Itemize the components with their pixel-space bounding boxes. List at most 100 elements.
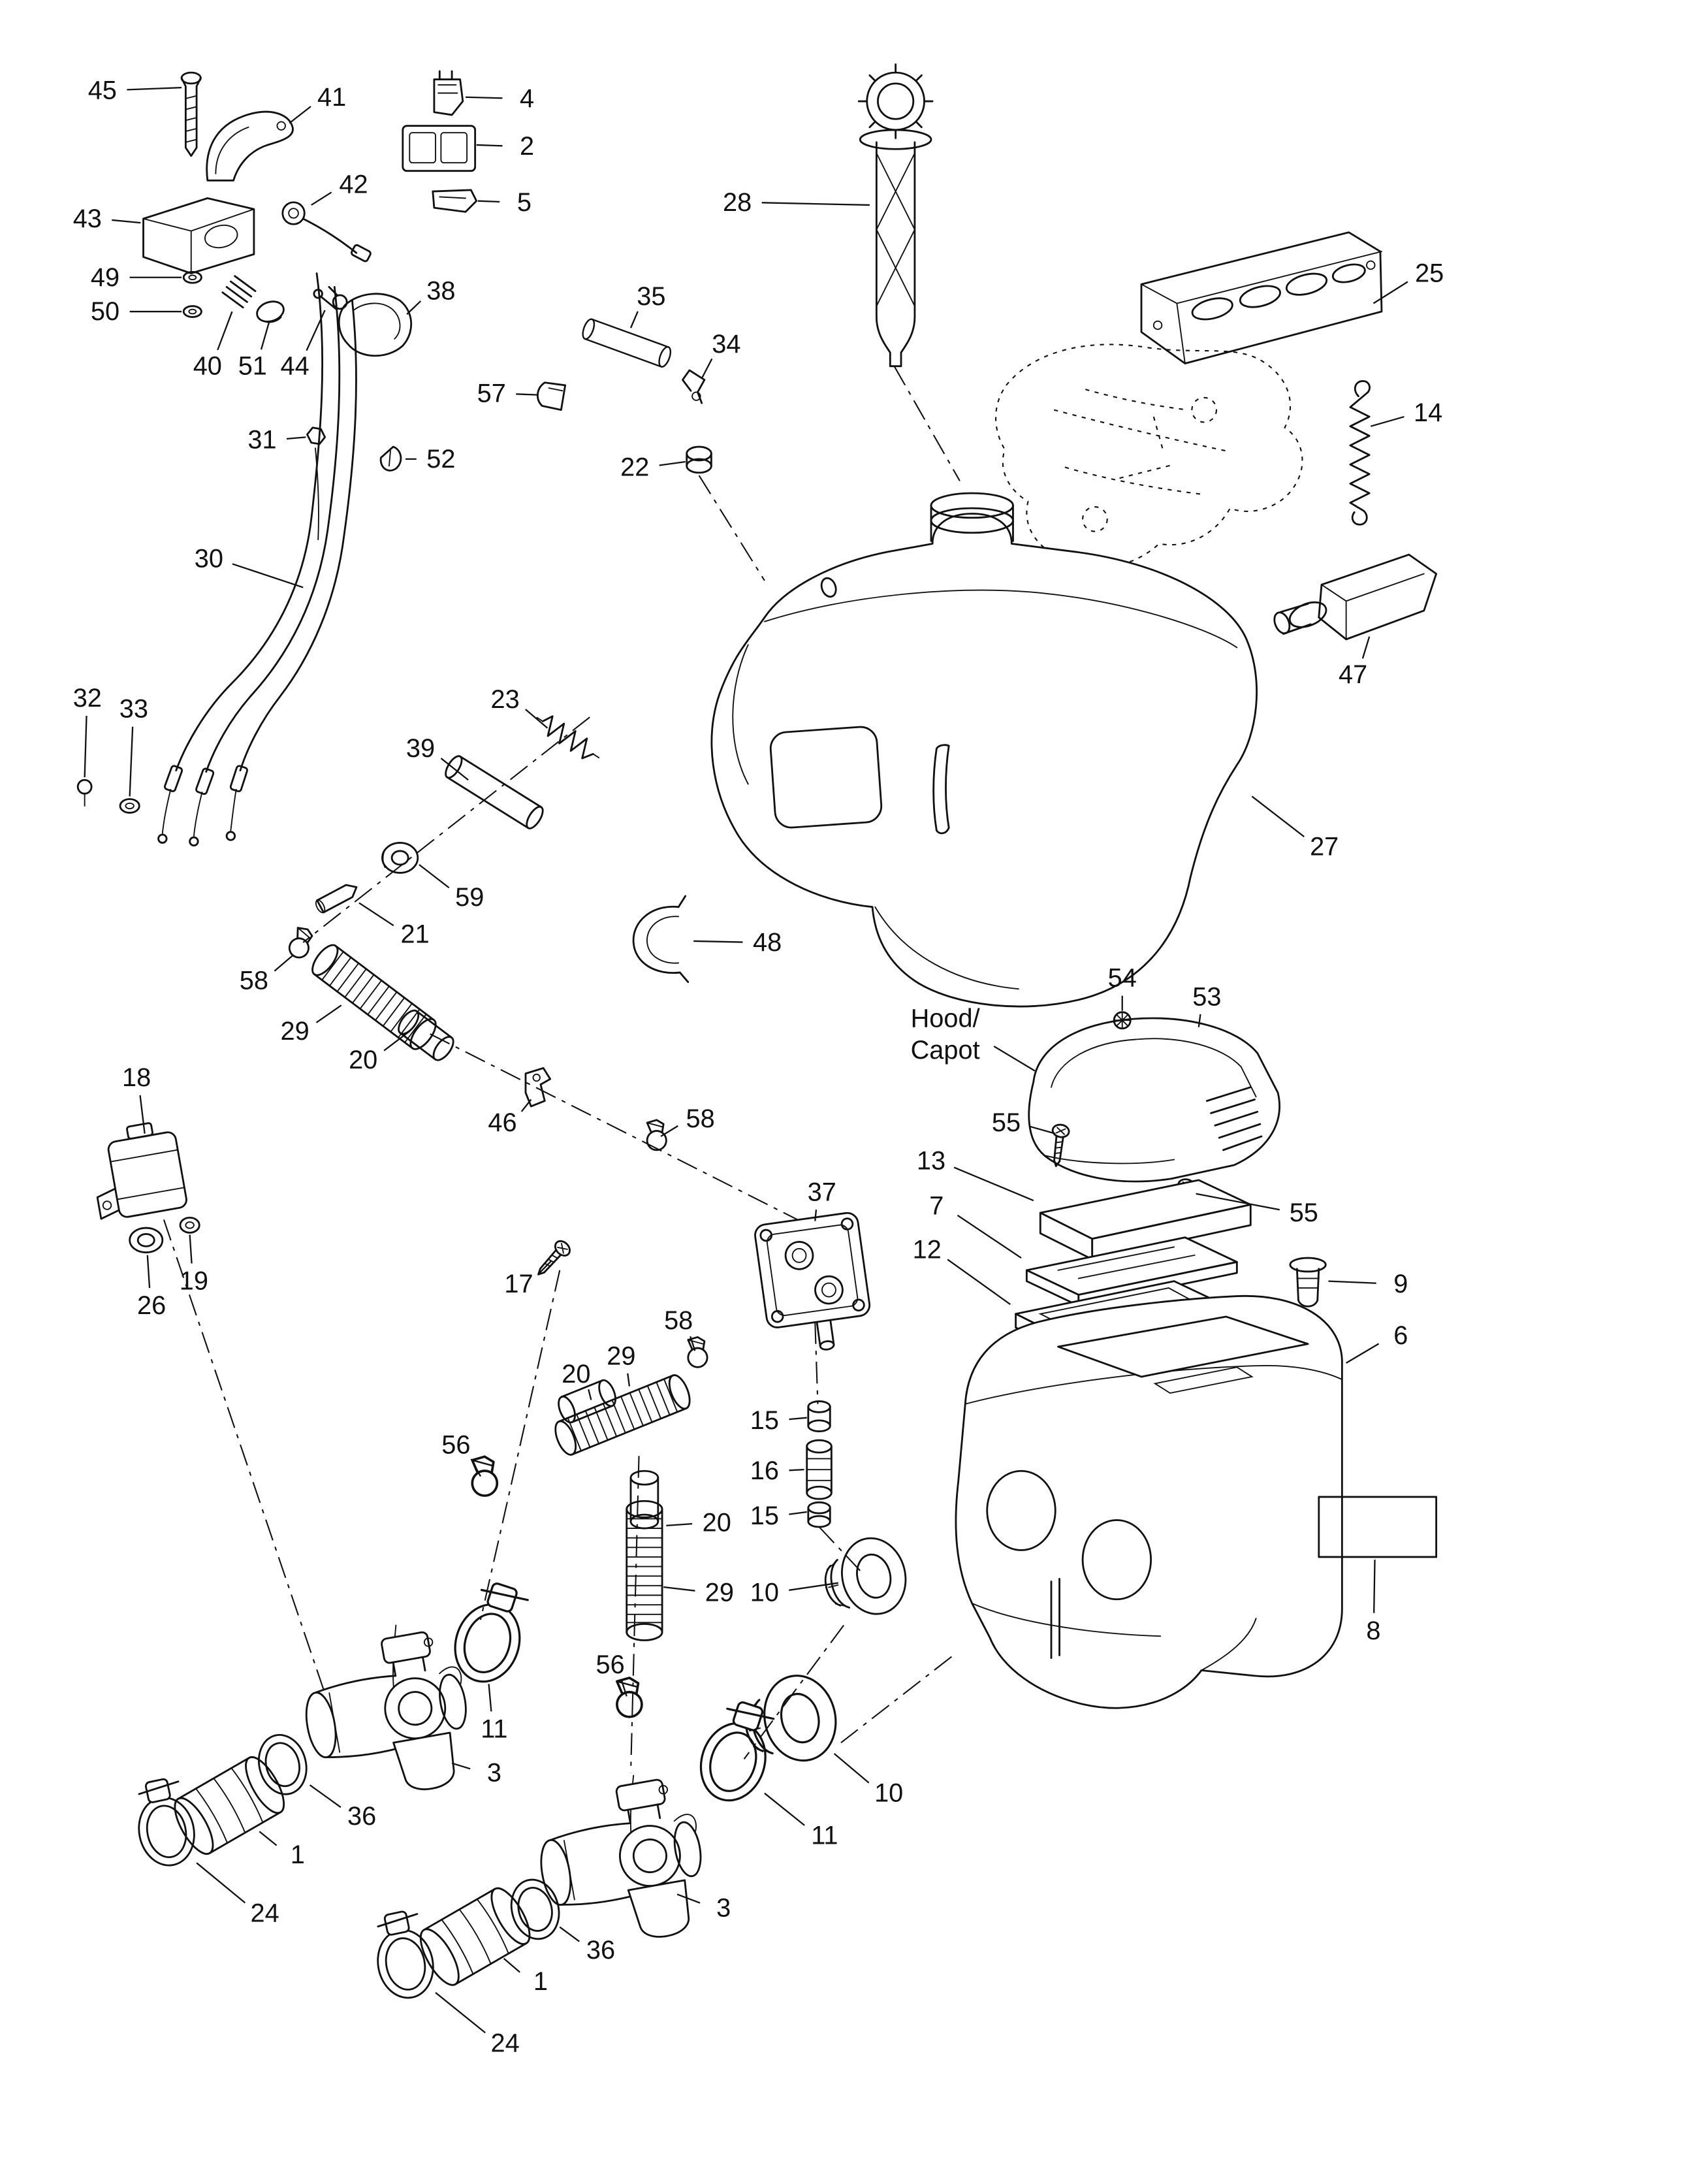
callout-leader-33-28 <box>129 726 134 797</box>
callout-leader-48-31 <box>693 940 743 943</box>
callout-14-21: 14 <box>1414 398 1442 427</box>
callout-22-17: 22 <box>620 453 649 481</box>
part-fuel-fitting-upper <box>807 1400 831 1433</box>
callout-leader-42-6 <box>311 191 332 206</box>
callout-leader-16-55 <box>789 1468 804 1471</box>
callout-49-7: 49 <box>91 263 119 292</box>
part-cable-clamp <box>687 1336 708 1368</box>
callout-10-59: 10 <box>750 1578 779 1607</box>
callout-1-68: 1 <box>291 1840 305 1869</box>
callout-44-11: 44 <box>281 352 309 381</box>
callout-leader-3-71 <box>676 1893 701 1904</box>
part-screw <box>530 1237 574 1281</box>
callout-3-65: 3 <box>487 1758 501 1787</box>
callout-27-26: 27 <box>1310 833 1339 861</box>
part-elbow-fitting <box>682 369 706 404</box>
callout-leader-58-32 <box>274 954 294 972</box>
callout-leader-58-51 <box>690 1336 696 1351</box>
part-flange-ring <box>251 1728 314 1801</box>
callout-leader-10-64 <box>833 1753 870 1784</box>
callout-6-50: 6 <box>1393 1321 1408 1350</box>
part-bracket-plate <box>1273 553 1438 641</box>
callout-2-3: 2 <box>520 132 534 161</box>
callout-58-51: 58 <box>664 1306 693 1335</box>
hood-label-line2: Capot <box>911 1036 980 1065</box>
callout-leader-4-2 <box>465 96 503 99</box>
callout-50-8: 50 <box>91 297 119 326</box>
part-rubber-sleeve <box>167 1750 293 1861</box>
callout-37-42: 37 <box>808 1178 836 1207</box>
part-throttle-cables <box>157 272 357 847</box>
callout-leader-17-46 <box>538 1260 552 1274</box>
callout-56-62: 56 <box>596 1650 625 1679</box>
part-lever-bracket <box>206 110 294 182</box>
part-fuel-tank <box>710 492 1258 1008</box>
part-retainer-clip <box>632 895 690 984</box>
part-kill-switch <box>281 201 372 263</box>
callout-leader-35-14 <box>629 311 639 329</box>
callout-leader-5-4 <box>477 200 500 203</box>
hood-label-line1: Hood/ <box>911 1004 981 1033</box>
part-drain-plug <box>1289 1257 1327 1308</box>
part-adjuster-ring <box>119 798 140 814</box>
callout-5-4: 5 <box>517 188 532 217</box>
callout-leader-12-45 <box>947 1259 1011 1306</box>
part-seal-ring <box>129 1227 164 1254</box>
callout-39-25: 39 <box>406 734 435 763</box>
callout-15-56: 15 <box>750 1502 779 1530</box>
callout-19-49: 19 <box>180 1267 208 1296</box>
part-bolt <box>180 71 202 157</box>
part-fuel-fitting-lower <box>807 1501 831 1528</box>
callout-leader-45-0 <box>127 86 182 91</box>
part-fuel-gauge <box>857 63 934 368</box>
part-corrugated-hose-lower <box>626 1500 663 1641</box>
callout-24-69: 24 <box>251 1899 279 1928</box>
callout-59-29: 59 <box>455 883 484 912</box>
part-switch-cover <box>433 70 464 116</box>
part-washer-50 <box>182 305 202 318</box>
part-lever-cover <box>328 285 413 357</box>
callout-24-73: 24 <box>491 2029 520 2057</box>
callout-leader-6-50 <box>1346 1343 1380 1364</box>
callout-leader-20-34 <box>383 1031 410 1052</box>
callout-leader-18-40 <box>139 1095 146 1134</box>
callout-29-60: 29 <box>705 1578 734 1607</box>
callout-56-57: 56 <box>441 1430 470 1459</box>
callout-leader-59-29 <box>419 863 450 889</box>
callout-15-54: 15 <box>750 1406 779 1435</box>
callout-3-71: 3 <box>716 1893 731 1922</box>
callout-leader-38-12 <box>406 300 422 315</box>
part-cable-clamp <box>471 1455 499 1497</box>
callout-leader-1-68 <box>259 1831 278 1846</box>
callout-leader-41-1 <box>289 106 311 124</box>
callout-47-23: 47 <box>1339 660 1367 689</box>
callout-11-63: 11 <box>481 1714 507 1743</box>
callout-51-10: 51 <box>238 352 267 381</box>
callout-34-15: 34 <box>712 330 740 359</box>
callout-leader-10-59 <box>789 1582 838 1591</box>
callout-55-37: 55 <box>992 1108 1021 1137</box>
callout-leader-53-36 <box>1198 1014 1201 1027</box>
callout-32-27: 32 <box>73 684 102 713</box>
part-cable-bracket <box>524 1067 552 1108</box>
callout-leader-29-53 <box>627 1373 631 1387</box>
callout-23-24: 23 <box>491 685 520 714</box>
part-seal-plate <box>1140 231 1383 364</box>
part-cable-clamp <box>616 1677 643 1718</box>
callout-leader-1-72 <box>503 1957 520 1973</box>
callout-25-20: 25 <box>1415 259 1444 288</box>
part-outlet-flange-upper <box>816 1530 915 1626</box>
callout-leader-9-47 <box>1328 1280 1376 1284</box>
callout-38-12: 38 <box>426 277 455 306</box>
callout-leader-28-13 <box>761 202 870 206</box>
callout-leader-56-57 <box>470 1458 482 1477</box>
callout-21-30: 21 <box>401 920 430 949</box>
part-blank-decal <box>1318 1496 1438 1558</box>
callout-36-67: 36 <box>347 1802 376 1831</box>
callout-leader-14-21 <box>1370 415 1404 427</box>
part-intake-manifold <box>754 1212 871 1351</box>
callout-leader-15-54 <box>789 1417 807 1421</box>
callout-leader-31-18 <box>286 436 306 440</box>
